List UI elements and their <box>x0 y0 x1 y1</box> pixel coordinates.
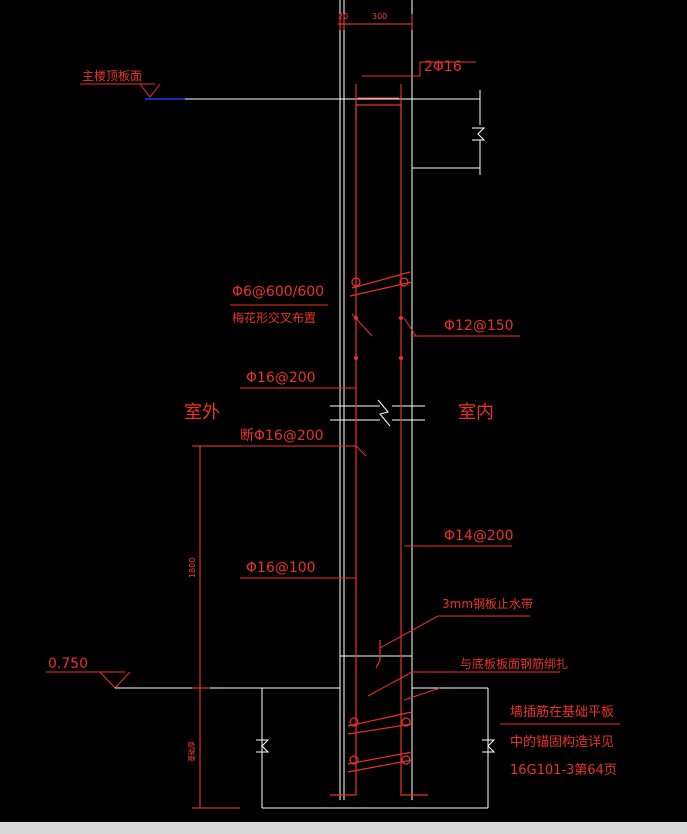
dim-top-small: 20 <box>338 12 348 21</box>
outside-label: 室外 <box>184 402 220 423</box>
dimension-lines <box>192 14 413 809</box>
wall-outline <box>155 0 496 809</box>
inner-vertical-label: Φ14@200 <box>444 528 514 544</box>
ground-elevation-label: 0.750 <box>48 656 88 672</box>
top-bars-label: 2Φ16 <box>424 59 462 75</box>
anchor-note-line-3: 16G101-3第64页 <box>510 763 617 778</box>
waterstop-label: 3mm钢板止水带 <box>442 597 533 611</box>
dim-vertical-1800: 1800 <box>188 558 197 578</box>
leader-lines <box>230 61 620 725</box>
roof-slab-elevation-label: 主楼顶板面 <box>82 68 142 83</box>
tie-note-label: 与底板板面钢筋绑扎 <box>460 656 568 671</box>
annotations: 20 300 2Φ16 主楼顶板面 Φ6@600/600 梅花形交叉布置 Φ12… <box>48 12 617 778</box>
dim-top-width: 300 <box>372 12 387 21</box>
rebar <box>330 104 428 796</box>
horizontal-bars-label: Φ12@150 <box>444 318 514 334</box>
status-bar <box>0 822 687 834</box>
outer-vertical-lower-label: Φ16@100 <box>246 560 316 576</box>
tie-bars-label: Φ6@600/600 <box>232 284 324 300</box>
cut-bars-label: 断Φ16@200 <box>240 428 324 444</box>
elevation-marks <box>46 83 262 689</box>
inside-label: 室内 <box>458 402 494 423</box>
outer-vertical-upper-label: Φ16@200 <box>246 370 316 386</box>
anchor-note-line-1: 墙插筋在基础平板 <box>510 704 614 720</box>
anchor-note-line-2: 中的锚固构造详见 <box>510 734 614 750</box>
dim-vertical-lower: 基础厚 <box>187 741 196 762</box>
tie-bars-note: 梅花形交叉布置 <box>232 310 316 325</box>
